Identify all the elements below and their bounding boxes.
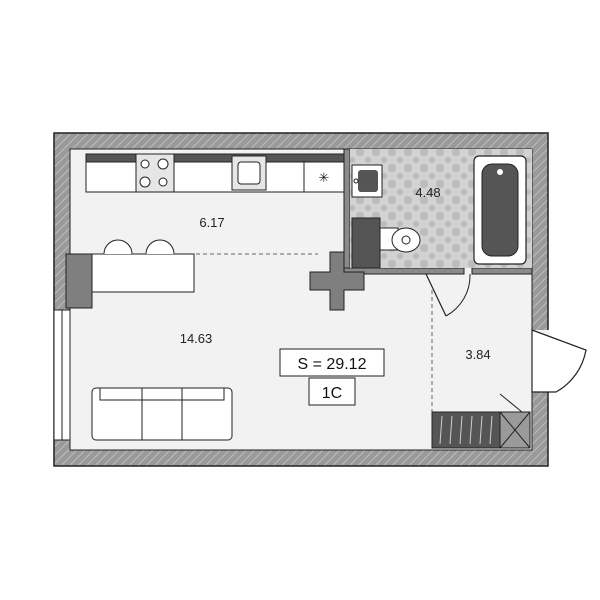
bathtub-drain-icon (497, 169, 503, 175)
apartment-type-box (308, 377, 356, 406)
bar-stool (145, 239, 175, 255)
wardrobe-door-leaf (499, 393, 523, 413)
kitchen-counter-top (85, 153, 345, 163)
kitchen-area-label: 6.17 (199, 215, 224, 230)
column (65, 253, 93, 309)
bathroom-sink-basin (358, 170, 378, 192)
fridge (303, 161, 345, 193)
hangers (439, 415, 493, 445)
bathroom-wall-left (343, 148, 351, 274)
snowflake-icon: ✳ (319, 171, 330, 186)
sink-tap-icon (353, 178, 359, 184)
toilet-bowl-inner (401, 235, 411, 245)
hall-area-label: 3.84 (465, 347, 490, 362)
living-area-label: 14.63 (180, 331, 213, 346)
ventilation-shaft (309, 251, 365, 311)
bathtub-basin (481, 163, 519, 257)
wardrobe-box-cross (499, 411, 531, 449)
bar-stool (103, 239, 133, 255)
bathroom-door-arc (445, 273, 471, 317)
burner-icon (158, 177, 168, 187)
entry-door (531, 329, 587, 393)
bathroom-wall-bottom-right (471, 267, 533, 275)
burner-icon (139, 176, 151, 188)
toilet-tank (351, 217, 381, 269)
sofa-back (99, 387, 225, 401)
apartment-type-text: 1С (322, 385, 342, 402)
total-area-text: S = 29.12 (298, 356, 367, 373)
total-area-box (279, 348, 385, 377)
kitchen-sink-basin (237, 161, 261, 185)
bathroom-door-leaf (425, 273, 447, 317)
burner-icon (140, 159, 150, 169)
bar-counter (91, 253, 195, 293)
burner-icon (157, 158, 169, 170)
bathroom-area-label: 4.48 (415, 185, 440, 200)
